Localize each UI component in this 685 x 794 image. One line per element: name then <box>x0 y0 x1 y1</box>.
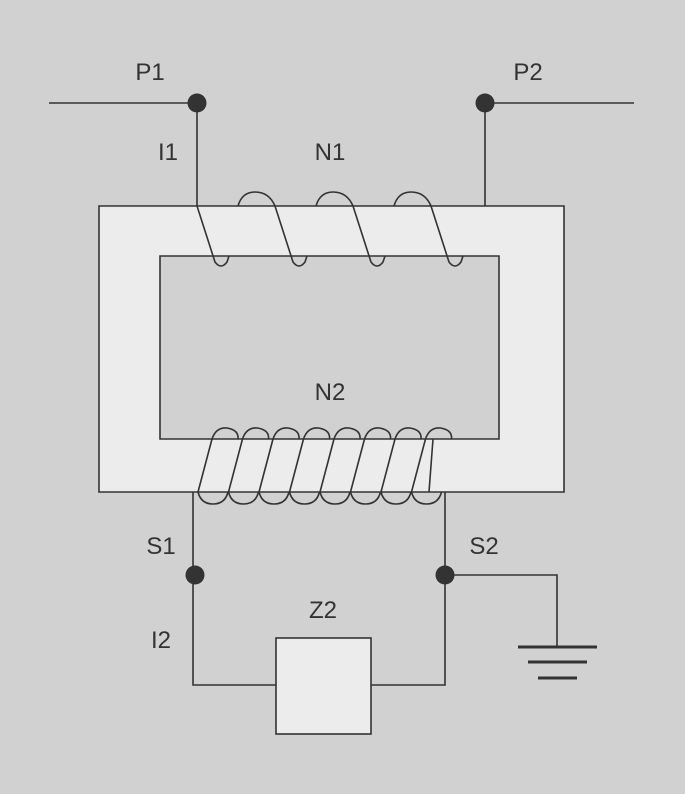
primary-coil-turn <box>430 205 464 267</box>
secondary-coil-top-loop <box>241 427 270 440</box>
secondary-coil-bottom-loop <box>258 491 290 505</box>
primary-coil-turn <box>196 205 230 267</box>
ground-wire <box>445 574 558 647</box>
secondary-coil-top-loop <box>424 427 453 440</box>
secondary-coil-top-loop <box>272 427 300 440</box>
secondary-coil-turn <box>380 438 396 493</box>
secondary-coil-turn <box>258 438 274 493</box>
secondary-coil-bottom-loop <box>380 491 412 505</box>
secondary-coil-turn <box>410 438 427 493</box>
primary-coil-loop <box>237 191 276 207</box>
secondary-coil-turn <box>349 438 366 493</box>
secondary-coil-turn <box>319 438 335 493</box>
secondary-coil-end <box>428 438 434 493</box>
terminal-p2 <box>475 93 495 113</box>
secondary-coil-top-loop <box>363 427 392 440</box>
secondary-coil-bottom-loop <box>288 491 321 505</box>
label-p1: P1 <box>135 59 164 86</box>
secondary-coil-turn <box>288 438 305 493</box>
label-s1: S1 <box>146 533 175 560</box>
secondary-coil-top-loop <box>302 427 331 440</box>
terminal-p1 <box>187 93 207 113</box>
label-z2: Z2 <box>309 597 337 624</box>
secondary-coil-top-loop <box>394 427 422 440</box>
secondary-coil-turn <box>227 438 244 493</box>
terminal-s1 <box>185 565 205 585</box>
primary-coil-loop <box>393 191 432 207</box>
secondary-coil-bottom-loop <box>319 491 351 505</box>
secondary-coil-bottom-loop <box>349 491 382 505</box>
secondary-coil-bottom-loop <box>227 491 260 505</box>
secondary-coil-bottom-loop <box>197 491 229 505</box>
primary-coil-loop <box>315 191 354 207</box>
secondary-lead-s2 <box>371 492 446 686</box>
primary-coil-turn <box>352 205 386 267</box>
ground-icon <box>518 645 597 680</box>
label-i2: I2 <box>151 627 171 654</box>
label-p2: P2 <box>513 59 542 86</box>
secondary-winding <box>197 427 453 505</box>
secondary-coil-turn <box>197 438 213 493</box>
secondary-coil-bottom-loop <box>410 491 443 505</box>
impedance-z2-box <box>275 637 372 735</box>
label-i1: I1 <box>158 139 178 166</box>
secondary-lead-s1 <box>192 492 276 686</box>
label-n2: N2 <box>315 379 346 406</box>
label-s2: S2 <box>469 533 498 560</box>
label-n1: N1 <box>315 139 346 166</box>
secondary-coil-top-loop <box>211 427 239 440</box>
transformer-core <box>98 205 565 493</box>
primary-coil-turn <box>274 205 308 267</box>
primary-winding <box>196 191 464 267</box>
terminal-s2 <box>435 565 455 585</box>
secondary-coil-top-loop <box>333 427 361 440</box>
